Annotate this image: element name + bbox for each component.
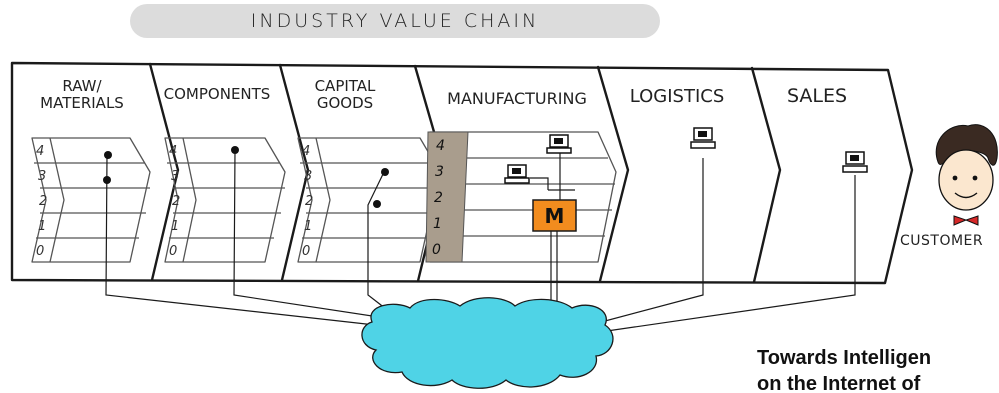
logistics-terminal-icon <box>690 127 716 149</box>
stage-separator-1 <box>148 62 180 282</box>
level-label: 4 <box>436 138 445 154</box>
caption-line-1: Towards Intelligen <box>757 347 932 369</box>
customer-bow-tie <box>953 215 979 226</box>
customer-label: CUSTOMER <box>900 233 984 249</box>
level-label: 1 <box>304 219 312 234</box>
cloud-icon <box>361 297 614 389</box>
level-label: 2 <box>39 194 47 209</box>
manufacturing-terminal-icon <box>546 134 572 154</box>
level-label: 3 <box>435 164 444 180</box>
level-label: 4 <box>36 144 44 159</box>
chain-title: INDUSTRY VALUE CHAIN <box>250 10 540 32</box>
stage-label-manufacturing: MANUFACTURING <box>447 89 587 108</box>
stage-separator-4 <box>596 65 630 283</box>
level-label: 3 <box>304 169 312 184</box>
level-label: 0 <box>432 242 441 258</box>
manufacturing-node: M <box>532 199 577 232</box>
level-label: 4 <box>169 144 177 159</box>
manufacturing-node-label: M <box>545 204 565 228</box>
raw-materials-level-grid <box>31 137 151 263</box>
level-label: 2 <box>305 194 313 209</box>
level-label: 2 <box>434 190 443 206</box>
capital-goods-level-grid <box>297 137 441 263</box>
node-dot <box>231 146 239 154</box>
stage-separator-2 <box>278 63 310 282</box>
node-dot <box>104 151 112 159</box>
node-dot <box>103 176 111 184</box>
stage-label-logistics: LOGISTICS <box>629 86 725 107</box>
caption-text: Towards Intelligen on the Internet of <box>757 345 999 393</box>
level-label: 0 <box>169 244 177 259</box>
capital-goods-link <box>367 171 391 313</box>
stage-label-capital-goods: CAPITAL GOODS <box>314 77 376 112</box>
node-dot <box>381 168 389 176</box>
chain-title-banner: INDUSTRY VALUE CHAIN <box>130 4 660 38</box>
level-label: 0 <box>302 244 310 259</box>
level-label: 1 <box>171 219 179 234</box>
components-link <box>233 149 386 319</box>
level-label: 4 <box>302 144 310 159</box>
stage-label-raw-materials: RAW/ MATERIALS <box>40 77 124 112</box>
sales-link <box>599 175 856 333</box>
manufacturing-terminal-icon <box>504 164 530 184</box>
level-label: 1 <box>38 219 46 234</box>
level-label: 2 <box>172 194 180 209</box>
level-label: 3 <box>171 169 179 184</box>
stage-label-sales: SALES <box>786 85 848 107</box>
logistics-link <box>589 158 704 326</box>
stage-label-components: COMPONENTS <box>163 85 271 103</box>
node-dot <box>373 200 381 208</box>
level-label: 0 <box>36 244 44 259</box>
chain-band-outline <box>10 61 914 285</box>
customer-avatar <box>935 124 998 226</box>
stage-separator-5 <box>750 66 782 284</box>
manufacturing-internal-link <box>530 177 549 190</box>
sales-terminal-icon <box>842 151 868 173</box>
components-level-grid <box>164 137 286 263</box>
manufacturing-level-column <box>425 131 469 263</box>
level-label: 3 <box>38 169 46 184</box>
customer-face <box>938 149 994 211</box>
level-label: 1 <box>433 216 442 232</box>
raw-materials-link <box>105 154 376 326</box>
caption-line-2: on the Internet of <box>757 373 921 393</box>
